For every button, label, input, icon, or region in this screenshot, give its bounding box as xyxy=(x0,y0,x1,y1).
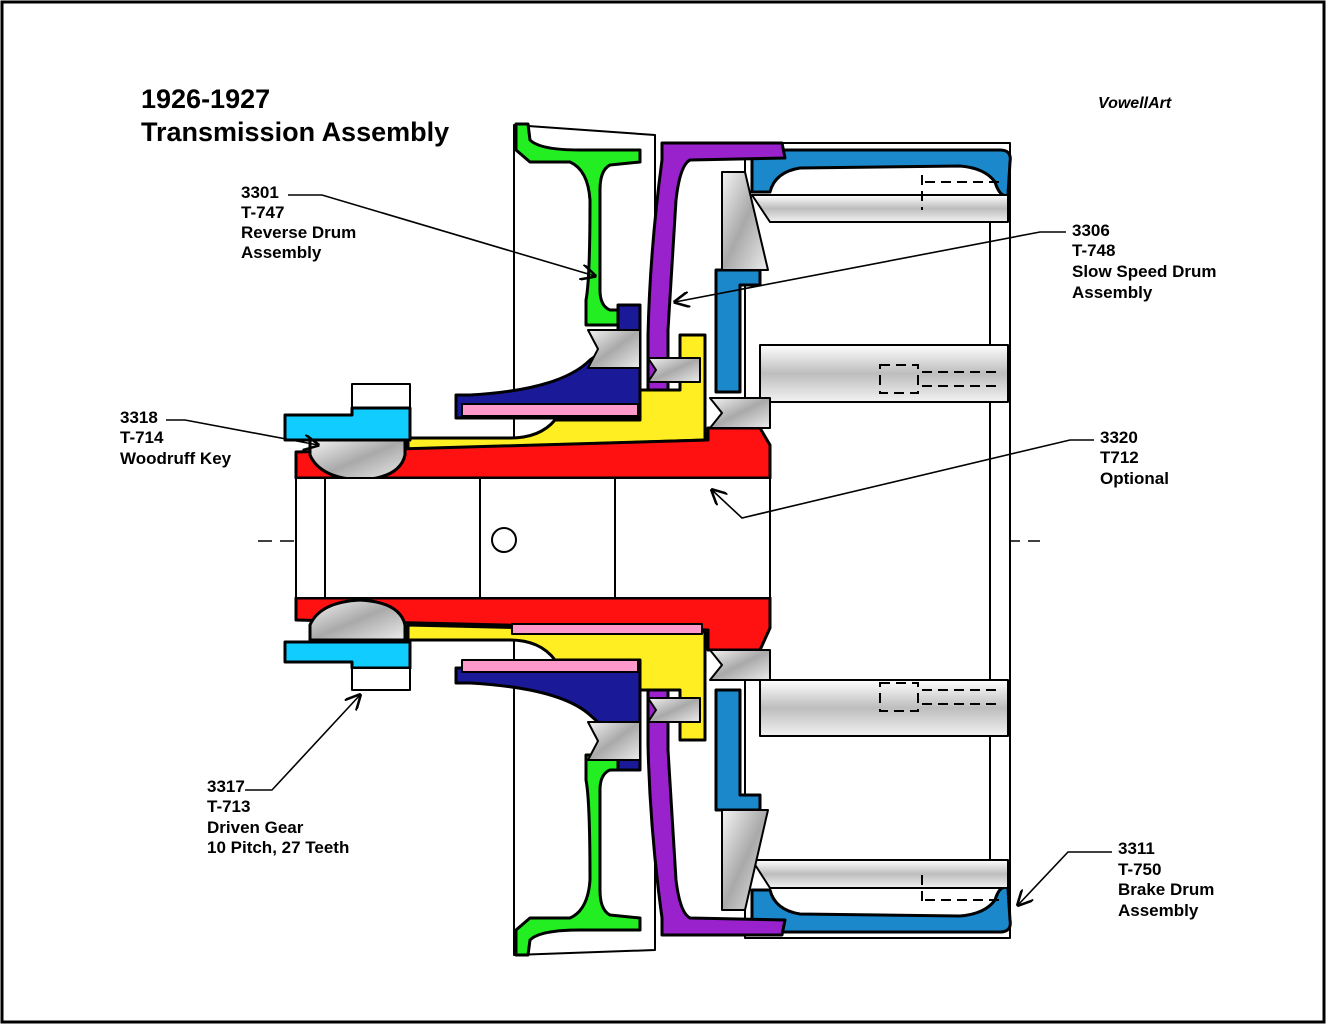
label-3317: 3317 T-713 Driven Gear 10 Pitch, 27 Teet… xyxy=(207,777,349,857)
shaft-bore xyxy=(295,477,771,599)
svg-text:T-714: T-714 xyxy=(120,428,164,447)
title-line1: 1926-1927 xyxy=(141,84,270,114)
label-3301: 3301 T-747 Reverse Drum Assembly xyxy=(241,183,356,262)
svg-text:T-713: T-713 xyxy=(207,797,250,816)
svg-text:3317: 3317 xyxy=(207,777,245,796)
svg-text:3301: 3301 xyxy=(241,183,279,202)
brake-drum xyxy=(744,142,1012,939)
label-3306: 3306 T-748 Slow Speed Drum Assembly xyxy=(1072,221,1217,302)
svg-text:3320: 3320 xyxy=(1100,428,1138,447)
svg-text:T-747: T-747 xyxy=(241,203,284,222)
svg-text:10 Pitch, 27 Teeth: 10 Pitch, 27 Teeth xyxy=(207,838,349,857)
leader-lines xyxy=(166,194,1112,905)
label-3311: 3311 T-750 Brake Drum Assembly xyxy=(1118,839,1214,920)
svg-text:Assembly: Assembly xyxy=(1118,901,1199,920)
title-line2: Transmission Assembly xyxy=(141,117,449,147)
slow-speed-drum xyxy=(714,171,769,911)
svg-text:Assembly: Assembly xyxy=(1072,283,1153,302)
yellow-gear xyxy=(406,333,707,742)
label-3318: 3318 T-714 Woodruff Key xyxy=(120,408,232,468)
svg-text:Assembly: Assembly xyxy=(241,243,322,262)
svg-text:Optional: Optional xyxy=(1100,469,1169,488)
svg-text:Slow Speed Drum: Slow Speed Drum xyxy=(1072,262,1217,281)
label-3320: 3320 T712 Optional xyxy=(1100,428,1169,488)
woodruff-keys xyxy=(308,438,407,642)
svg-text:Reverse Drum: Reverse Drum xyxy=(241,223,356,242)
svg-text:T712: T712 xyxy=(1100,448,1139,467)
svg-text:3306: 3306 xyxy=(1072,221,1110,240)
svg-text:T-750: T-750 xyxy=(1118,860,1161,879)
pins xyxy=(587,329,771,761)
credit: VowellArt xyxy=(1098,95,1172,112)
svg-text:3318: 3318 xyxy=(120,408,158,427)
svg-text:Woodruff Key: Woodruff Key xyxy=(120,449,232,468)
svg-text:Driven Gear: Driven Gear xyxy=(207,818,304,837)
svg-text:T-748: T-748 xyxy=(1072,241,1115,260)
svg-text:Brake Drum: Brake Drum xyxy=(1118,880,1214,899)
svg-text:3311: 3311 xyxy=(1118,839,1155,858)
driven-gear xyxy=(283,383,412,691)
